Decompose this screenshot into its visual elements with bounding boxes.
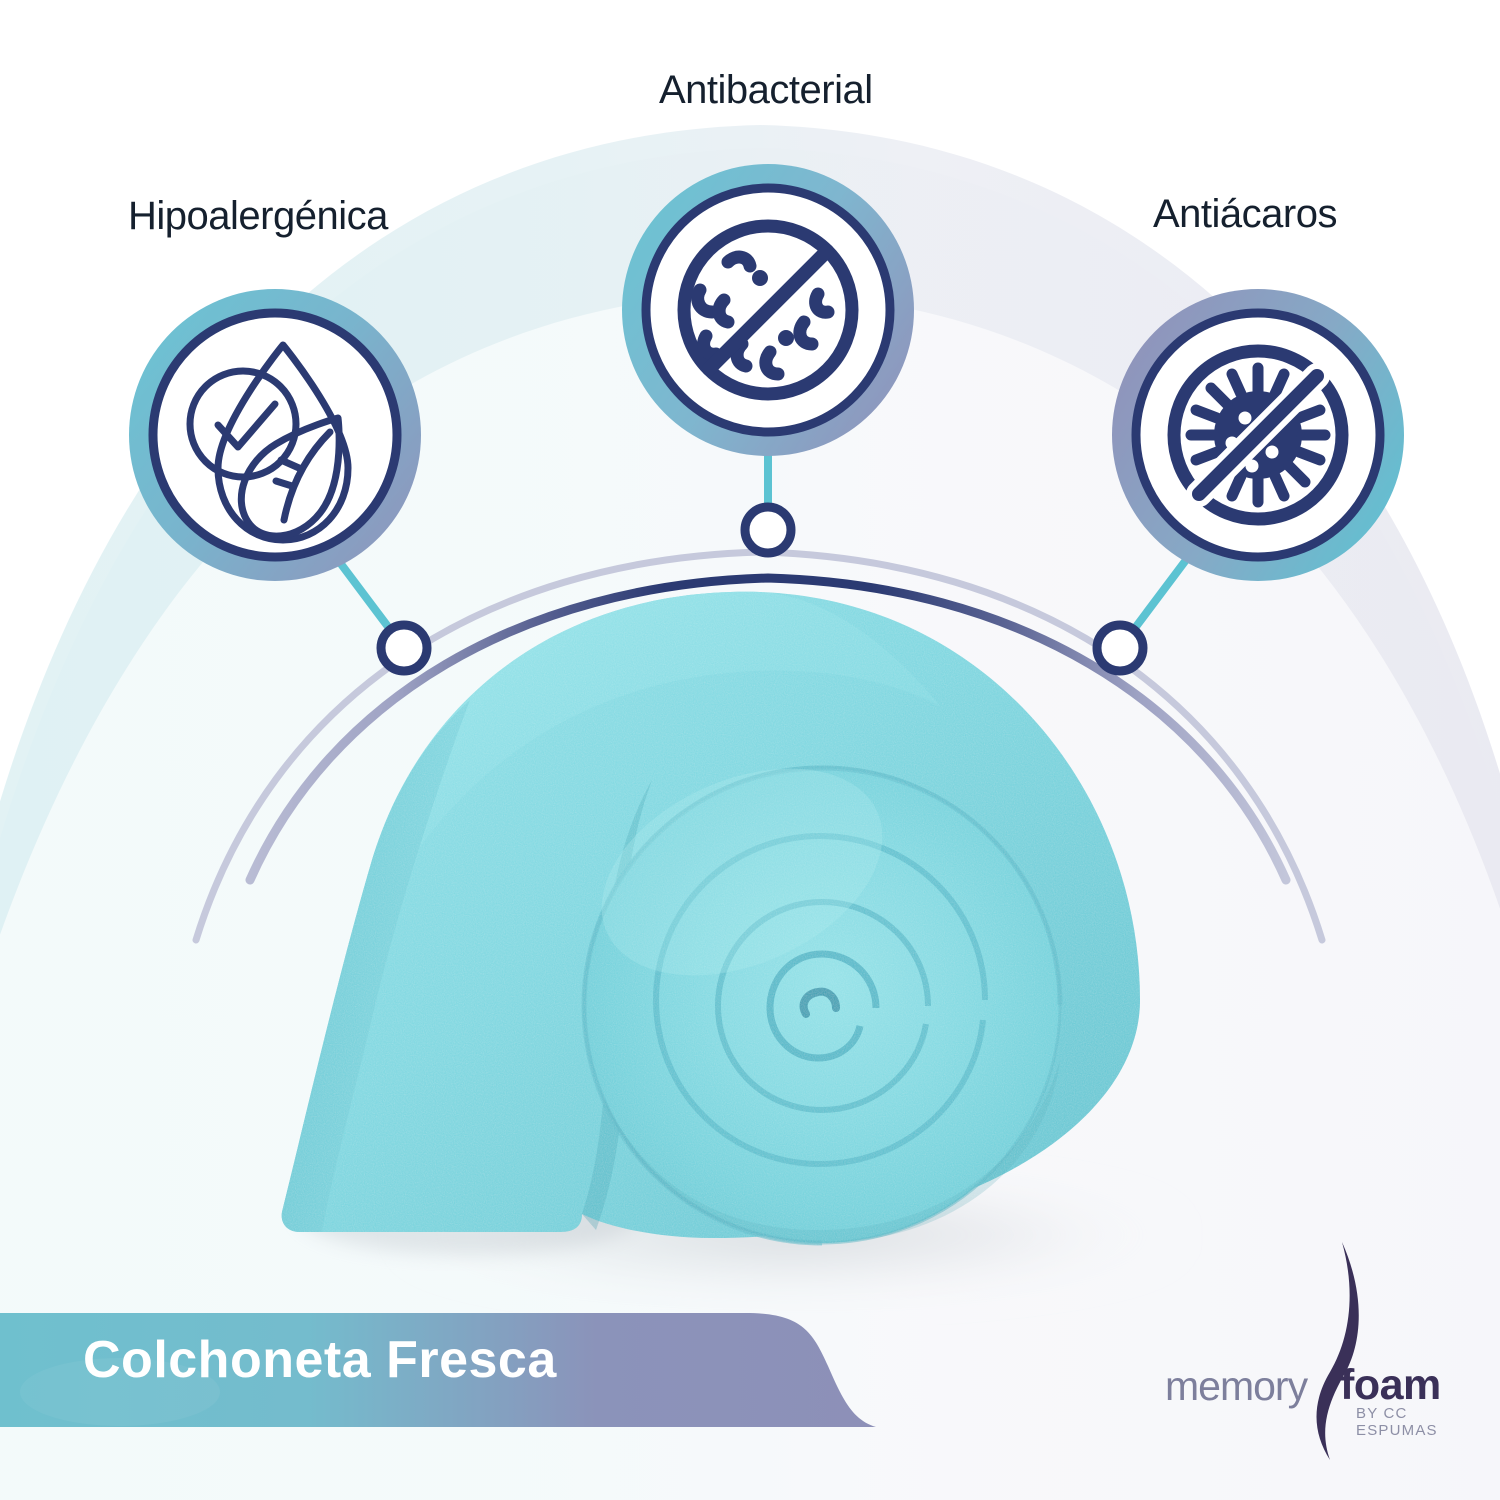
product-foam-roll (281, 591, 1190, 1291)
node-hipoalergenica (376, 620, 432, 676)
node-antiacaros (1092, 620, 1148, 676)
connector-nodes (376, 502, 1148, 676)
logo-word-foam: foam (1340, 1361, 1441, 1409)
feature-badge-antibacterial[interactable] (622, 164, 914, 456)
product-title: Colchoneta Fresca (83, 1331, 557, 1389)
feature-badge-hipoalergenica[interactable] (129, 289, 421, 581)
logo-swoosh-icon (1316, 1242, 1359, 1460)
connector-arc (245, 573, 1291, 885)
logo-word-memory: memory (1165, 1363, 1308, 1409)
feature-label-hipoalergenica: Hipoalergénica (128, 194, 388, 238)
no-bacteria-icon (677, 219, 859, 401)
feature-label-antibacterial: Antibacterial (659, 68, 873, 112)
no-dust-mite-icon (1167, 344, 1349, 526)
brand-logo: memory foam BY CC ESPUMAS (1165, 1355, 1455, 1439)
bottom-banner (0, 1313, 876, 1427)
water-drop-check-leaf-icon (186, 341, 352, 544)
node-antibacterial (740, 502, 796, 558)
logo-tagline: BY CC ESPUMAS (1356, 1405, 1438, 1439)
feature-badge-antiacaros[interactable] (1112, 289, 1404, 581)
feature-label-antiacaros: Antiácaros (1153, 192, 1337, 236)
